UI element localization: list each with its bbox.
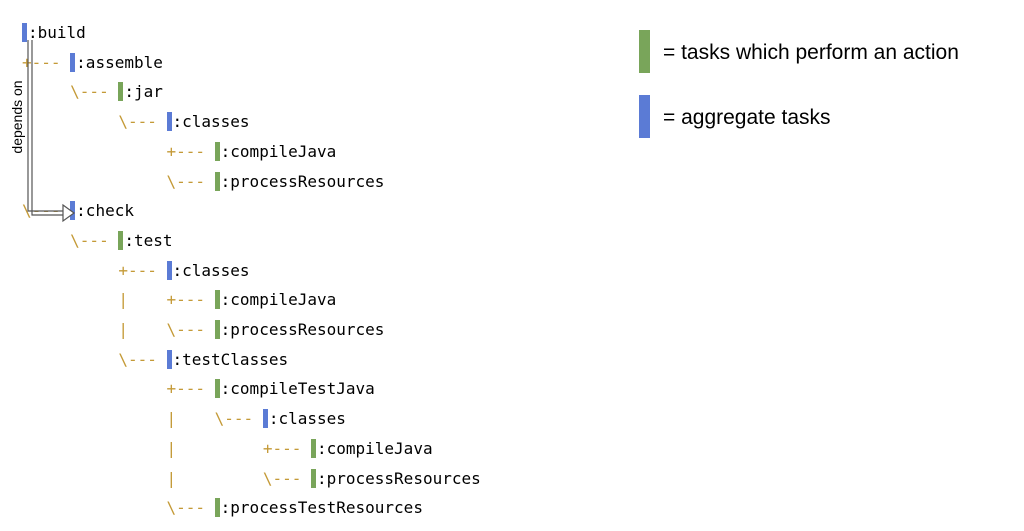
- task-name: :processResources: [316, 468, 481, 488]
- tree-connector: \---: [22, 171, 215, 191]
- depends-on-arrow-shaft: [27, 40, 64, 212]
- aggregate-task-marker: [166, 260, 172, 280]
- legend-action-swatch: [639, 30, 650, 73]
- tree-node: \--- :processResources: [22, 171, 384, 193]
- action-task-marker: [214, 141, 220, 161]
- action-task-marker: [118, 230, 124, 250]
- tree-connector: | \---: [22, 409, 263, 429]
- depends-on-arrowhead: [62, 203, 76, 223]
- tree-connector: \---: [22, 349, 167, 369]
- task-name: :check: [76, 201, 134, 221]
- depends-on-arrow-shaft: [31, 40, 64, 216]
- action-task-marker: [214, 171, 220, 191]
- tree-node: +--- :compileTestJava: [22, 378, 375, 400]
- tree-node: | \--- :classes: [22, 408, 346, 430]
- tree-connector: \---: [22, 230, 119, 250]
- tree-node: \--- :testClasses: [22, 349, 288, 371]
- tree-connector: \---: [22, 498, 215, 518]
- task-name: :compileJava: [220, 290, 337, 310]
- task-name: :compileJava: [316, 438, 433, 458]
- legend-aggregate-text: = aggregate tasks: [663, 106, 831, 129]
- task-name: :classes: [172, 112, 250, 132]
- action-task-marker: [310, 438, 316, 458]
- task-name: :assemble: [76, 52, 163, 72]
- task-name: :processResources: [220, 171, 385, 191]
- action-task-marker: [118, 82, 124, 102]
- action-task-marker: [214, 498, 220, 518]
- tree-node: | +--- :compileJava: [22, 438, 433, 460]
- legend-aggregate-swatch: [639, 95, 650, 138]
- tree-node: \--- :test: [22, 230, 173, 252]
- tree-connector: | \---: [22, 468, 311, 488]
- tree-node: :build: [22, 22, 86, 44]
- aggregate-task-marker: [166, 349, 172, 369]
- aggregate-task-marker: [262, 409, 268, 429]
- task-name: :test: [124, 230, 173, 250]
- task-name: :classes: [172, 260, 250, 280]
- tree-connector: \---: [22, 112, 167, 132]
- tree-node: | \--- :processResources: [22, 468, 481, 490]
- action-task-marker: [214, 379, 220, 399]
- action-task-marker: [310, 468, 316, 488]
- tree-connector: | +---: [22, 438, 311, 458]
- task-name: :processTestResources: [220, 498, 423, 518]
- task-name: :classes: [268, 409, 346, 429]
- task-name: :build: [28, 23, 86, 42]
- aggregate-task-marker: [166, 112, 172, 132]
- aggregate-task-marker: [22, 23, 27, 42]
- aggregate-task-marker: [70, 52, 76, 72]
- aggregate-task-marker: [70, 201, 76, 221]
- tree-connector: +---: [22, 141, 215, 161]
- tree-node: \--- :classes: [22, 111, 250, 133]
- legend-action-text: = tasks which perform an action: [663, 41, 959, 64]
- task-name: :compileJava: [220, 141, 337, 161]
- task-name: :processResources: [220, 320, 385, 339]
- task-name: :testClasses: [172, 349, 289, 369]
- tree-node: \--- :jar: [22, 81, 163, 103]
- depends-on-label: depends on: [9, 80, 25, 154]
- tree-connector: | \---: [22, 320, 215, 339]
- tree-node: | +--- :compileJava: [22, 289, 336, 311]
- tree-node: \--- :processTestResources: [22, 497, 423, 519]
- tree-connector: +---: [22, 260, 167, 280]
- tree-connector: +---: [22, 379, 215, 399]
- tree-node: +--- :compileJava: [22, 141, 336, 163]
- tree-node: +--- :classes: [22, 260, 250, 282]
- action-task-marker: [214, 290, 220, 310]
- task-name: :jar: [124, 82, 163, 102]
- task-name: :compileTestJava: [220, 379, 375, 399]
- tree-node: | \--- :processResources: [22, 319, 384, 341]
- tree-connector: | +---: [22, 290, 215, 310]
- action-task-marker: [214, 320, 220, 339]
- tree-connector: \---: [22, 82, 119, 102]
